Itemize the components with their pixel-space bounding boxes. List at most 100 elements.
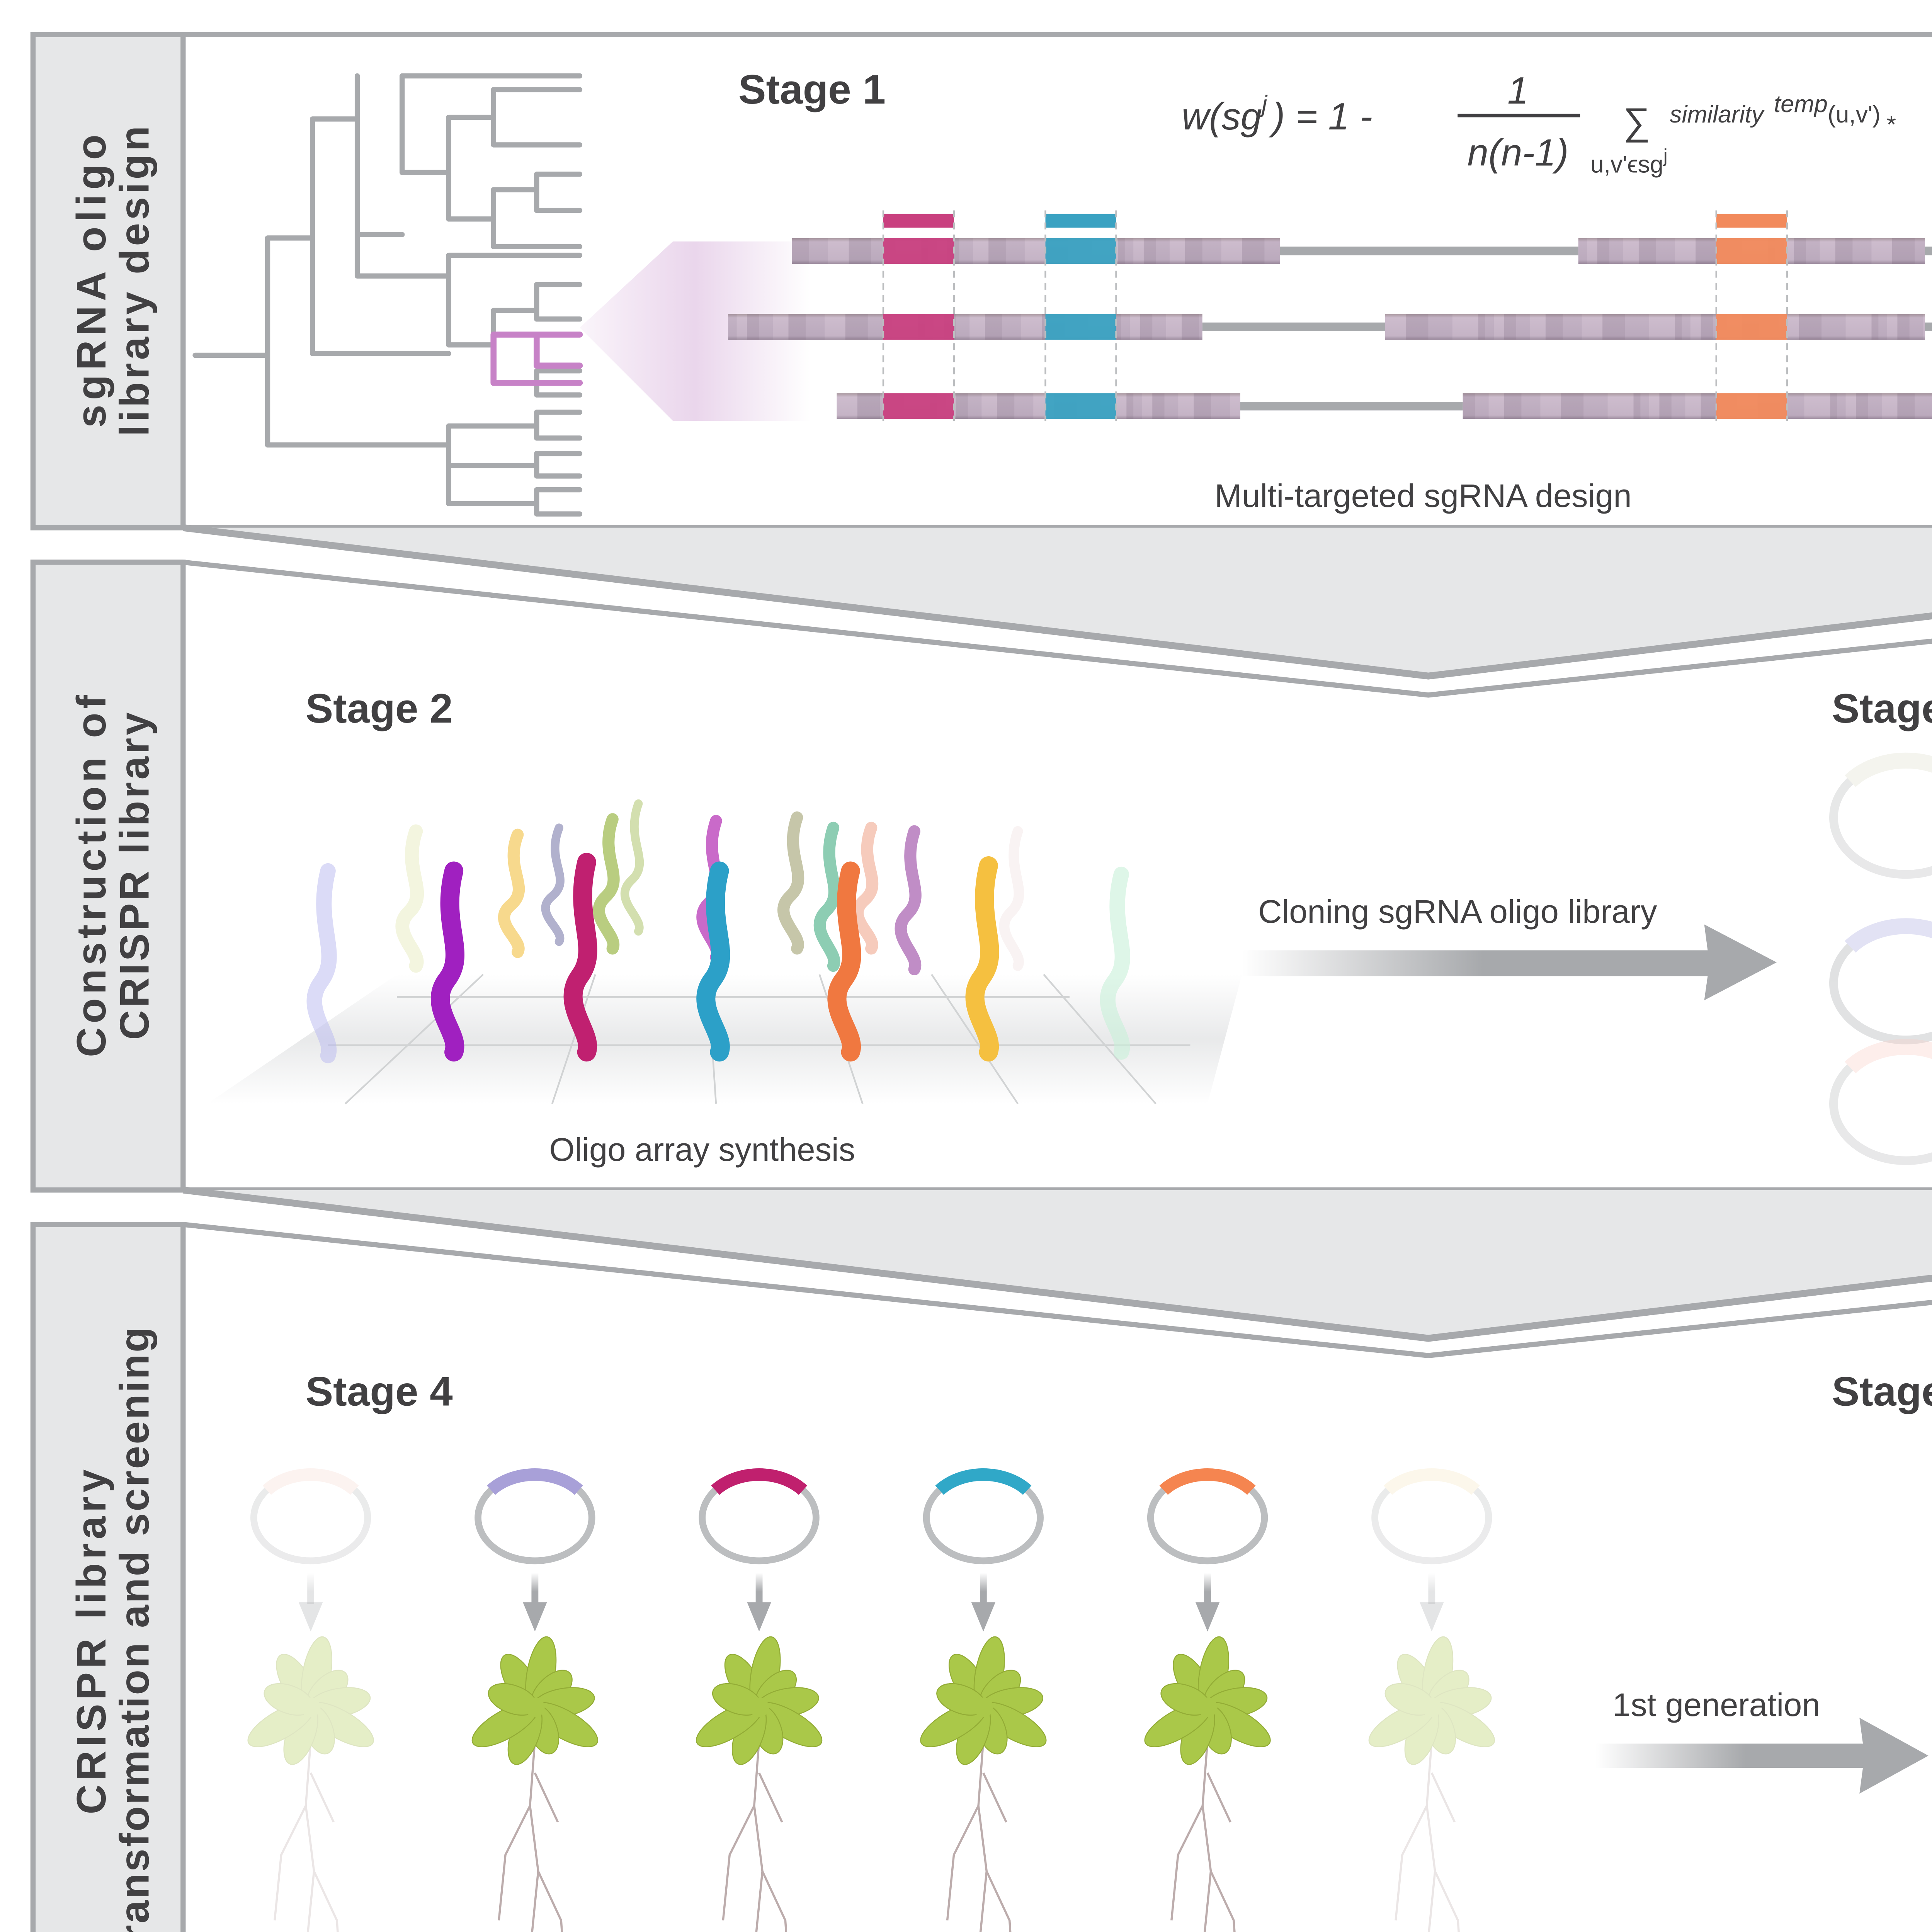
sgrna-target-site <box>1045 393 1116 419</box>
sgrna-target-site <box>883 314 954 340</box>
down-arrow-shaft <box>980 1573 987 1604</box>
exon-band <box>1597 238 1610 264</box>
exon-band <box>1563 314 1582 340</box>
plant-leaf <box>302 1704 335 1755</box>
exon-band <box>1194 393 1211 419</box>
panel-2-side-label-line-1: Construction of <box>68 695 114 1057</box>
exon-band <box>1821 314 1846 340</box>
oligo-strand <box>395 824 424 973</box>
library-plasmid <box>1829 1039 1932 1165</box>
exon-band <box>1852 238 1872 264</box>
sgrna-insert <box>1159 1468 1256 1495</box>
sgrna-insert <box>1845 1039 1932 1073</box>
plant-leaf <box>264 1683 314 1716</box>
exon-band <box>1545 314 1563 340</box>
down-arrow-shaft <box>755 1573 763 1604</box>
exon-band <box>857 393 880 419</box>
exon-band <box>1696 238 1718 264</box>
sgrna-target-site <box>1716 314 1787 340</box>
tree-highlighted-clade <box>490 332 583 386</box>
stage-1-caption: Multi-targeted sgRNA design <box>1214 477 1631 514</box>
phylogenetic-tree <box>192 73 583 517</box>
sgrna-marker <box>883 214 954 228</box>
transformed-plant <box>696 1636 823 1932</box>
exon-band <box>1892 238 1915 264</box>
formula-lhs: w(sgj) = 1 - <box>1182 90 1372 138</box>
panel-2-side <box>30 560 186 1193</box>
plant-leaf <box>1428 1702 1495 1747</box>
exon-band <box>1516 314 1530 340</box>
exon-band <box>1835 238 1853 264</box>
exon-band <box>1156 238 1170 264</box>
exon-band <box>1152 393 1165 419</box>
exon-band <box>1659 393 1672 419</box>
gene-2 <box>728 314 1932 340</box>
exon-band <box>1794 238 1806 264</box>
transformation-column <box>696 1468 823 1932</box>
plasmid-backbone <box>1829 756 1932 879</box>
plant-center <box>973 1697 993 1718</box>
oligo-strand <box>563 853 597 1062</box>
plant-roots <box>946 1740 1012 1932</box>
stage-4-plasmid <box>1147 1468 1268 1565</box>
plant-leaf <box>1384 1683 1435 1716</box>
exon-band <box>1117 238 1125 264</box>
weighting-formula: w(sgj) = 1 - 1 n(n-1) ∑ u,v'ϵsgj similar… <box>1182 69 1896 178</box>
panel-1-side-label-line-1: sgRNA oligo <box>68 134 114 428</box>
plant-roots <box>274 1740 339 1932</box>
plasmid-backbone <box>1371 1471 1492 1565</box>
stage-4-plasmid <box>699 1468 820 1565</box>
exon-band <box>1504 393 1522 419</box>
plant-transformations <box>247 1468 1495 1932</box>
transformed-plant <box>247 1636 374 1932</box>
exon-band <box>985 314 1002 340</box>
sgrna-marker <box>1045 214 1116 228</box>
plant-leaf <box>1427 1670 1469 1712</box>
stage-4-plasmid <box>1371 1468 1492 1565</box>
plant-center <box>1422 1697 1442 1718</box>
sgrna-insert <box>1845 918 1932 953</box>
exon-band <box>1625 314 1649 340</box>
exon-band <box>1406 314 1429 340</box>
formula-frac-den: n(n-1) <box>1468 131 1569 173</box>
exon-band <box>1638 238 1656 264</box>
exon-band <box>1014 393 1034 419</box>
exon-band <box>1671 393 1685 419</box>
panel-1-side-label-line-2: library design <box>111 126 158 436</box>
oligo-strand <box>895 825 922 976</box>
exon-band <box>1578 238 1587 264</box>
exon-band <box>1583 393 1608 419</box>
gene-1 <box>792 238 1932 264</box>
transformation-column <box>247 1468 374 1932</box>
sgrna-target-site <box>1716 238 1787 264</box>
panel-3-side-label-line-1: CRISPR library <box>68 1469 114 1815</box>
plant-roots <box>498 1740 563 1932</box>
exon-band <box>1152 314 1166 340</box>
down-arrow-shaft <box>1428 1573 1435 1604</box>
plant-center <box>749 1697 769 1718</box>
transformation-column <box>920 1468 1047 1932</box>
plant-leaf <box>1368 1702 1436 1747</box>
plant-leaf <box>307 1687 371 1718</box>
generation-arrow-label: 1st generation <box>1612 1686 1820 1723</box>
cloning-arrow: Cloning sgRNA oligo library <box>1242 893 1777 1000</box>
library-plasmid <box>1829 752 1932 879</box>
gene-3 <box>837 393 1932 419</box>
down-arrow-head <box>971 1602 996 1632</box>
exon-band <box>956 393 968 419</box>
formula-frac-num: 1 <box>1507 69 1529 112</box>
oligo-strand <box>621 799 644 936</box>
down-arrow-head <box>747 1602 771 1632</box>
sgrna-marker <box>1716 214 1787 228</box>
down-arrow-shaft <box>531 1573 539 1604</box>
plant-leaf <box>1397 1654 1438 1711</box>
exon-band <box>1799 314 1822 340</box>
tree-branches <box>192 73 583 517</box>
transformation-column <box>1368 1468 1495 1932</box>
sgrna-insert <box>1383 1468 1480 1495</box>
exon-band <box>1199 314 1202 340</box>
plant-leaf <box>283 1704 318 1765</box>
sgrna-insert <box>262 1468 359 1495</box>
